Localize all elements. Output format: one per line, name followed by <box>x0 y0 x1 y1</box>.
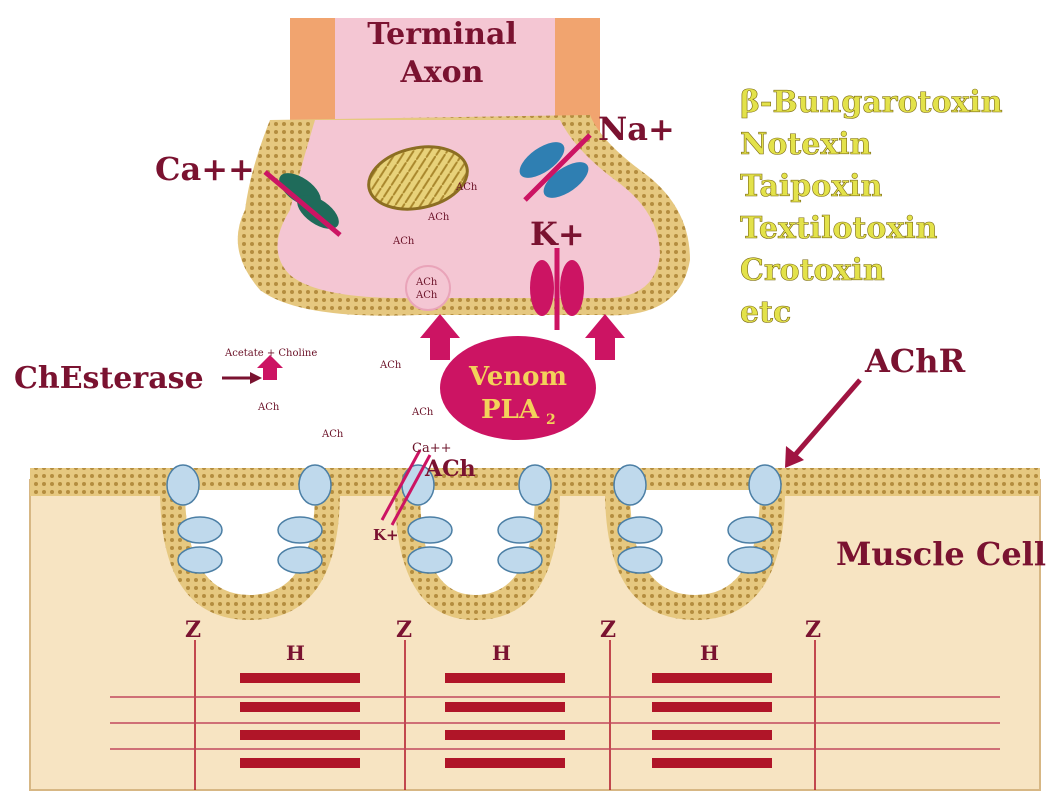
ach-vesicles <box>406 266 450 310</box>
ach-label: ACh <box>321 429 344 440</box>
ch-esterase-arrow <box>222 372 262 384</box>
cleft-k-label: K+ <box>373 526 399 544</box>
achr-arrow <box>785 380 860 468</box>
h-band-label: H <box>492 641 511 665</box>
z-line-label: Z <box>185 617 201 643</box>
toxin-item: Taipoxin <box>740 169 883 204</box>
k-ion-label: K+ <box>530 215 585 253</box>
toxin-item: Notexin <box>740 127 872 162</box>
cleft-ca-label: Ca++ <box>412 441 451 456</box>
z-line-label: Z <box>600 617 616 643</box>
muscle-cell <box>30 465 1040 790</box>
z-line-label: Z <box>396 617 412 643</box>
toxin-item: Textilotoxin <box>740 211 938 246</box>
na-ion-label: Na+ <box>598 110 675 148</box>
ach-label: ACh <box>392 236 415 247</box>
toxin-item: β-Bungarotoxin <box>740 85 1003 120</box>
ach-label: ACh <box>379 360 402 371</box>
cleft-ach-label: ACh <box>424 456 476 482</box>
ach-label: ACh <box>455 182 478 193</box>
venom-label: Venom <box>468 362 567 392</box>
junctional-folds <box>160 490 785 620</box>
ach-label: ACh <box>411 407 434 418</box>
h-band-label: H <box>700 641 719 665</box>
muscle-cell-label: Muscle Cell <box>836 535 1046 573</box>
toxin-item: etc <box>740 295 791 330</box>
ach-label: ACh <box>427 212 450 223</box>
toxin-list: β-Bungarotoxin Notexin Taipoxin Textilot… <box>740 85 1003 330</box>
ach-label: ACh <box>257 402 280 413</box>
ca-ion-label: Ca++ <box>155 150 255 188</box>
toxin-item: Crotoxin <box>740 253 885 288</box>
ch-esterase-label: ChEsterase <box>14 361 204 396</box>
h-band-label: H <box>286 641 305 665</box>
z-line-label: Z <box>805 617 821 643</box>
pla-label: PLA <box>481 395 540 425</box>
pla-subscript: 2 <box>546 412 556 428</box>
ach-label: ACh <box>415 290 438 301</box>
terminal-axon-label-1: Terminal <box>367 17 517 52</box>
achr-label: AChR <box>864 342 966 380</box>
acetate-choline-label: Acetate + Choline <box>224 348 317 359</box>
ach-label: ACh <box>415 277 438 288</box>
terminal-axon-label-2: Axon <box>400 55 484 90</box>
